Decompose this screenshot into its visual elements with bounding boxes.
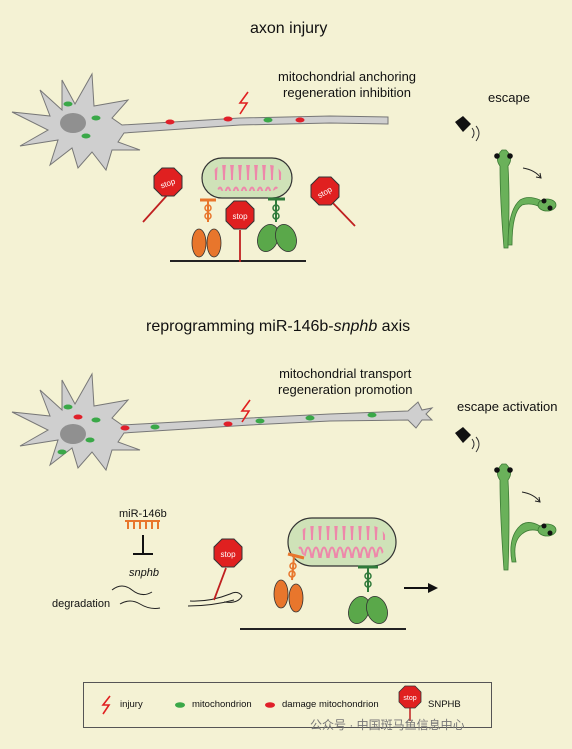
legend-injury-label: injury <box>120 699 143 710</box>
top-panel-title: axon injury <box>250 20 328 37</box>
transport-arrow <box>404 583 438 593</box>
top-note-line2: regeneration inhibition <box>283 85 411 100</box>
top-mito-1 <box>63 101 73 107</box>
legend-mitochondrion-label: mitochondrion <box>192 699 252 710</box>
bottom-title-post: axis <box>377 318 411 335</box>
top-behavior-label: escape <box>488 90 530 105</box>
stop-text: stop <box>403 695 416 702</box>
stop-text: stop <box>232 212 248 221</box>
bottom-behavior-label: escape activation <box>457 399 558 414</box>
top-mito-damaged-2 <box>223 116 233 122</box>
bottom-mito-2 <box>91 417 101 423</box>
legend-box: stop injury mitochondrion damage mitocho… <box>83 682 492 728</box>
bottom-title-gene: snphb <box>333 318 378 335</box>
legend-stop-sign-icon: stop <box>398 685 422 721</box>
top-mito-3 <box>81 133 91 139</box>
top-anchored-mitochondrion <box>201 157 293 199</box>
bottom-note-line1: mitochondrial transport <box>279 366 412 381</box>
mirna-label: miR-146b <box>119 508 167 520</box>
bottom-nucleus <box>60 424 86 444</box>
top-note: mitochondrial anchoring regeneration inh… <box>278 69 416 101</box>
top-nucleus <box>60 113 86 133</box>
top-injury-icon <box>238 91 249 115</box>
top-mito-damaged-1 <box>165 119 175 125</box>
bottom-mito-1 <box>63 404 73 410</box>
watermark: 公众号 · 中国斑马鱼信息中心 <box>310 718 465 732</box>
legend-snphb-label: SNPHB <box>428 699 461 710</box>
top-note-line1: mitochondrial anchoring <box>278 69 417 84</box>
top-mito-4 <box>263 117 273 123</box>
top-speaker-icon <box>455 116 480 142</box>
bottom-mito-3 <box>85 437 95 443</box>
degradation-label: degradation <box>52 598 111 610</box>
bottom-mito-8 <box>367 412 377 418</box>
bottom-motion-arrowhead <box>534 496 541 503</box>
bottom-panel-title: reprogramming miR-146b-snphb axis <box>146 318 410 336</box>
top-neuron <box>11 72 389 172</box>
bottom-neuron <box>11 372 434 472</box>
bottom-mito-5 <box>150 424 160 430</box>
stop-text: stop <box>220 550 236 559</box>
top-mito-damaged-3 <box>295 117 305 123</box>
bottom-note-line2: regeneration promotion <box>278 382 413 397</box>
top-motion-arrow <box>522 167 542 179</box>
bottom-speaker-icon <box>455 427 480 453</box>
bottom-mito-damaged-3 <box>223 421 233 427</box>
bottom-fish-curved <box>510 522 557 563</box>
bottom-note: mitochondrial transport regeneration pro… <box>278 366 412 398</box>
bottom-title-pre: reprogramming miR-146b- <box>146 318 334 335</box>
top-fish-straight <box>494 149 513 249</box>
top-motion-arrowhead <box>535 172 542 179</box>
bottom-stop-sign: stop <box>213 538 243 601</box>
inhibition-symbol <box>133 535 153 555</box>
legend-mitochondrion-icon <box>175 702 185 708</box>
degraded-mrna <box>111 585 243 609</box>
top-stop-sign-right: stop <box>310 176 356 227</box>
legend-damage-icon <box>265 702 275 708</box>
bottom-mito-7 <box>305 415 315 421</box>
legend-graphics: stop <box>101 685 422 721</box>
legend-damage-label: damage mitochondrion <box>282 699 379 710</box>
bottom-mito-4 <box>57 449 67 455</box>
bottom-green-motor <box>348 565 388 624</box>
top-green-anchor <box>257 197 297 252</box>
bottom-fish-straight <box>494 463 513 571</box>
bottom-injury-icon <box>240 399 251 423</box>
legend-injury-icon <box>101 695 111 715</box>
mirna-symbol <box>125 520 160 529</box>
bottom-mito-6 <box>255 418 265 424</box>
bottom-mito-damaged-2 <box>120 425 130 431</box>
top-stop-sign-left: stop <box>142 167 183 223</box>
top-mito-2 <box>91 115 101 121</box>
bottom-motion-arrow <box>521 491 541 503</box>
gene-label: snphb <box>129 567 159 579</box>
top-stop-sign-center: stop <box>225 200 255 262</box>
top-fish-curved <box>507 197 557 246</box>
bottom-mito-damaged-1 <box>73 414 83 420</box>
top-orange-anchor <box>191 198 222 258</box>
bottom-mitochondrion <box>287 517 397 567</box>
bottom-orange-anchor <box>273 552 305 613</box>
